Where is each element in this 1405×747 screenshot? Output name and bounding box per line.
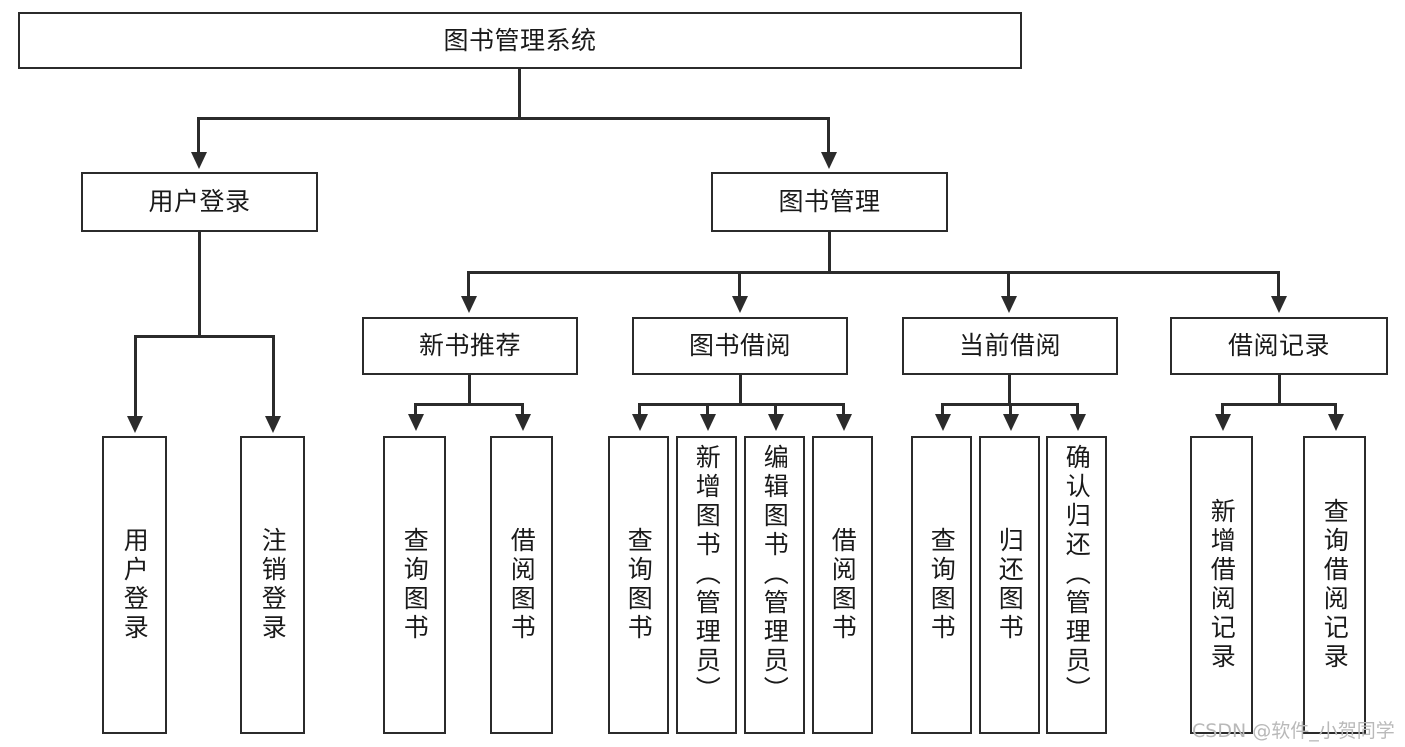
arrow-to-leaf-return-book [1003, 414, 1019, 431]
leaf-confirm-return-admin[interactable]: 确认归还（管理员） [1046, 436, 1107, 734]
arrow-to-leaf-query-book-1 [408, 414, 424, 431]
node-label: 查询图书 [927, 527, 957, 643]
leaf-add-borrow-record[interactable]: 新增借阅记录 [1190, 436, 1253, 734]
arrow-to-leaf-borrow-book-1 [515, 414, 531, 431]
connector-book-borrow-stem [739, 375, 742, 405]
node-label: 新增借阅记录 [1207, 498, 1237, 672]
arrow-to-leaf-add-book [700, 414, 716, 431]
connector-bm-drop-1 [467, 271, 470, 298]
connector-new-book-drop-2 [521, 403, 524, 416]
connector-new-book-bus [414, 403, 524, 406]
arrow-to-leaf-query-book-2 [632, 414, 648, 431]
connector-bm-drop-4 [1277, 271, 1280, 298]
connector-root-drop-left [197, 117, 200, 154]
arrow-to-leaf-edit-book [768, 414, 784, 431]
leaf-borrow-book-borrow[interactable]: 借阅图书 [812, 436, 873, 734]
connector-new-book-stem [468, 375, 471, 405]
node-label: 图书借阅 [688, 331, 791, 361]
leaf-borrow-book-new-recommend[interactable]: 借阅图书 [490, 436, 553, 734]
node-label: 查询借阅记录 [1320, 498, 1350, 672]
node-label: 借阅记录 [1227, 331, 1330, 361]
arrow-to-leaf-add-borrow-record [1215, 414, 1231, 431]
arrow-to-leaf-user-login [127, 416, 143, 433]
connector-cb-drop-1 [941, 403, 944, 416]
node-user-login[interactable]: 用户登录 [81, 172, 318, 232]
node-label: 用户登录 [120, 527, 150, 643]
connector-root-stem [518, 69, 521, 118]
leaf-query-book-borrow[interactable]: 查询图书 [608, 436, 669, 734]
connector-bb-drop-1 [638, 403, 641, 416]
leaf-query-book-current[interactable]: 查询图书 [911, 436, 972, 734]
node-label: 确认归还（管理员） [1062, 444, 1092, 705]
node-label: 查询图书 [400, 527, 430, 643]
connector-br-drop-1 [1221, 403, 1224, 416]
arrow-to-new-book-recommend [461, 296, 477, 313]
arrow-to-leaf-borrow-book-2 [836, 414, 852, 431]
node-borrow-record[interactable]: 借阅记录 [1170, 317, 1388, 375]
connector-borrow-record-bus [1221, 403, 1337, 406]
connector-borrow-record-stem [1278, 375, 1281, 405]
node-root-book-management-system[interactable]: 图书管理系统 [18, 12, 1022, 69]
connector-user-login-stem [198, 232, 201, 335]
arrow-to-leaf-logout [265, 416, 281, 433]
node-label: 新书推荐 [418, 331, 521, 361]
arrow-to-borrow-record [1271, 296, 1287, 313]
connector-bm-drop-3 [1007, 271, 1010, 298]
arrow-to-leaf-confirm-return [1070, 414, 1086, 431]
connector-bb-drop-2 [706, 403, 709, 416]
connector-book-management-stem [828, 232, 831, 273]
connector-new-book-drop-1 [414, 403, 417, 416]
leaf-edit-book-admin[interactable]: 编辑图书（管理员） [744, 436, 805, 734]
connector-root-drop-right [827, 117, 830, 154]
connector-bb-drop-3 [774, 403, 777, 416]
arrow-to-leaf-query-borrow-record [1328, 414, 1344, 431]
leaf-query-borrow-record[interactable]: 查询借阅记录 [1303, 436, 1366, 734]
watermark-text: CSDN @软件_小贺同学 [1192, 720, 1395, 742]
leaf-return-book[interactable]: 归还图书 [979, 436, 1040, 734]
node-label: 编辑图书（管理员） [760, 444, 790, 705]
node-book-management[interactable]: 图书管理 [711, 172, 948, 232]
connector-book-management-bus [467, 271, 1280, 274]
leaf-user-login[interactable]: 用户登录 [102, 436, 167, 734]
connector-user-login-drop-2 [272, 335, 275, 418]
node-label: 归还图书 [995, 527, 1025, 643]
node-new-book-recommend[interactable]: 新书推荐 [362, 317, 578, 375]
connector-cb-drop-2 [1009, 403, 1012, 416]
arrow-to-book-borrow [732, 296, 748, 313]
connector-bm-drop-2 [738, 271, 741, 298]
connector-current-borrow-stem [1008, 375, 1011, 405]
connector-br-drop-2 [1334, 403, 1337, 416]
arrow-to-book-management [821, 152, 837, 169]
connector-user-login-bus [134, 335, 275, 338]
arrow-to-user-login [191, 152, 207, 169]
arrow-to-current-borrow [1001, 296, 1017, 313]
node-label: 图书管理 [778, 187, 881, 217]
node-label: 当前借阅 [958, 331, 1061, 361]
node-label: 注销登录 [258, 527, 288, 643]
leaf-add-book-admin[interactable]: 新增图书（管理员） [676, 436, 737, 734]
node-label: 借阅图书 [507, 527, 537, 643]
leaf-query-book-new-recommend[interactable]: 查询图书 [383, 436, 446, 734]
arrow-to-leaf-query-book-3 [935, 414, 951, 431]
node-book-borrow[interactable]: 图书借阅 [632, 317, 848, 375]
node-label: 用户登录 [148, 187, 251, 217]
node-label: 新增图书（管理员） [692, 444, 722, 705]
node-label: 查询图书 [624, 527, 654, 643]
leaf-logout[interactable]: 注销登录 [240, 436, 305, 734]
connector-bb-drop-4 [842, 403, 845, 416]
node-label: 借阅图书 [828, 527, 858, 643]
connector-root-bus [197, 117, 830, 120]
connector-cb-drop-3 [1076, 403, 1079, 416]
node-current-borrow[interactable]: 当前借阅 [902, 317, 1118, 375]
connector-user-login-drop-1 [134, 335, 137, 418]
node-label: 图书管理系统 [443, 25, 597, 55]
connector-book-borrow-bus [638, 403, 845, 406]
